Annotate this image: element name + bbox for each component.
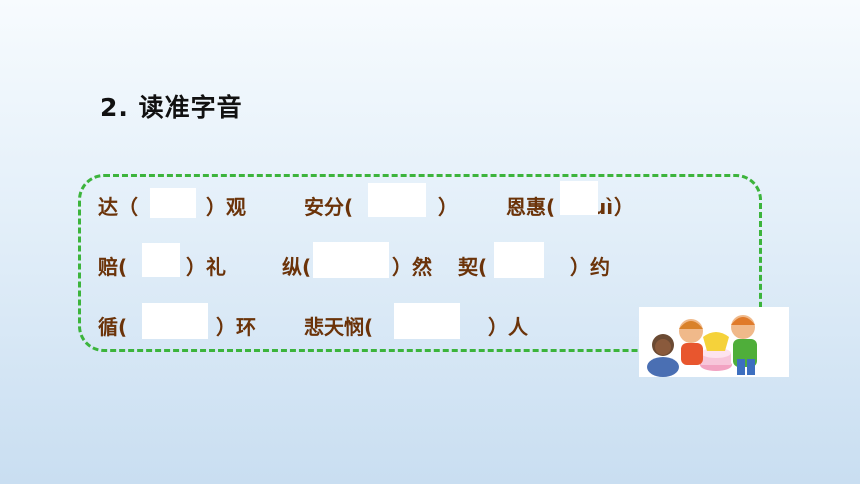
page-heading: 2. 读准字音 xyxy=(100,93,243,122)
answer-blank-7[interactable] xyxy=(142,303,208,339)
item-2-after: ） xyxy=(438,195,458,219)
item-4-after: ）礼 xyxy=(186,255,226,279)
item-5-after: ）然 xyxy=(392,255,432,279)
answer-blank-8[interactable] xyxy=(394,303,460,339)
answer-blank-4[interactable] xyxy=(142,243,180,277)
item-8-before: 悲天悯( xyxy=(304,315,374,339)
item-2-before: 安分( xyxy=(304,195,354,219)
answer-blank-5[interactable] xyxy=(313,242,389,278)
item-7-after: ）环 xyxy=(216,315,256,339)
item-6-before: 契( xyxy=(458,255,488,279)
dashed-frame xyxy=(78,174,762,352)
item-5-before: 纵( xyxy=(282,255,312,279)
item-3-before: 恩惠( xyxy=(506,195,556,219)
item-1-before: 达（ xyxy=(98,195,138,219)
children-sharing-cake-illustration xyxy=(639,307,789,377)
answer-blank-3[interactable] xyxy=(560,181,598,215)
item-4-before: 赔( xyxy=(98,255,128,279)
item-6-after: ）约 xyxy=(570,255,610,279)
answer-blank-2[interactable] xyxy=(368,183,426,217)
children-illustration-icon xyxy=(647,315,757,377)
item-8-after: ）人 xyxy=(488,315,528,339)
answer-blank-1[interactable] xyxy=(150,188,196,218)
item-1-after: ）观 xyxy=(206,195,246,219)
item-3-after: ） xyxy=(614,195,634,219)
item-7-before: 循( xyxy=(98,315,128,339)
answer-blank-6[interactable] xyxy=(494,242,544,278)
